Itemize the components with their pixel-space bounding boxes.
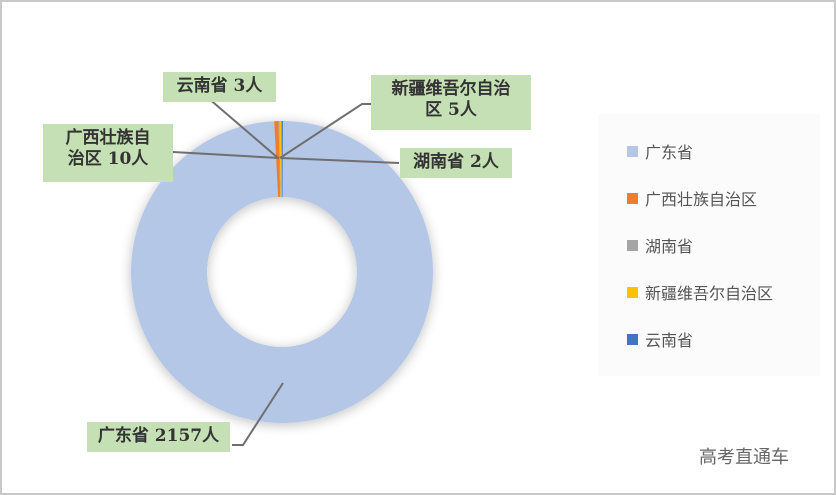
data-label-guangxi: 广西壮族自治区 10人	[43, 124, 173, 182]
legend-item-guangxi: 广西壮族自治区	[627, 188, 757, 209]
slice-1	[274, 121, 281, 198]
leader-line-hunan	[280, 157, 400, 164]
legend-swatch-icon	[627, 192, 638, 204]
legend-item-guangdong: 广东省	[627, 141, 693, 162]
leader-line-guangdong	[232, 382, 284, 446]
slice-2	[278, 121, 281, 198]
legend-swatch-icon	[627, 145, 638, 157]
doughnut-ring	[131, 121, 434, 423]
chart-legend: 广东省 广西壮族自治区 湖南省 新疆维吾尔自治区 云南省	[598, 114, 820, 376]
legend-item-xinjiang: 新疆维吾尔自治区	[627, 282, 773, 303]
leader-line-guangxi	[172, 151, 280, 159]
leader-line-yunnan	[206, 96, 279, 159]
legend-item-yunnan: 云南省	[627, 329, 693, 350]
legend-swatch-icon	[627, 286, 638, 298]
slice-3	[279, 121, 282, 198]
legend-swatch-icon	[627, 333, 638, 345]
data-label-hunan: 湖南省 2人	[400, 148, 512, 178]
watermark: 高考直通车	[699, 447, 789, 468]
legend-swatch-icon	[627, 239, 638, 251]
leader-line-xinjiang	[279, 103, 372, 159]
leader-lines	[172, 96, 400, 446]
slice-0	[131, 121, 434, 423]
legend-item-hunan: 湖南省	[627, 235, 693, 256]
data-label-guangdong: 广东省 2157人	[87, 422, 230, 452]
data-label-yunnan: 云南省 3人	[163, 72, 276, 102]
data-label-xinjiang: 新疆维吾尔自治区 5人	[371, 75, 531, 130]
